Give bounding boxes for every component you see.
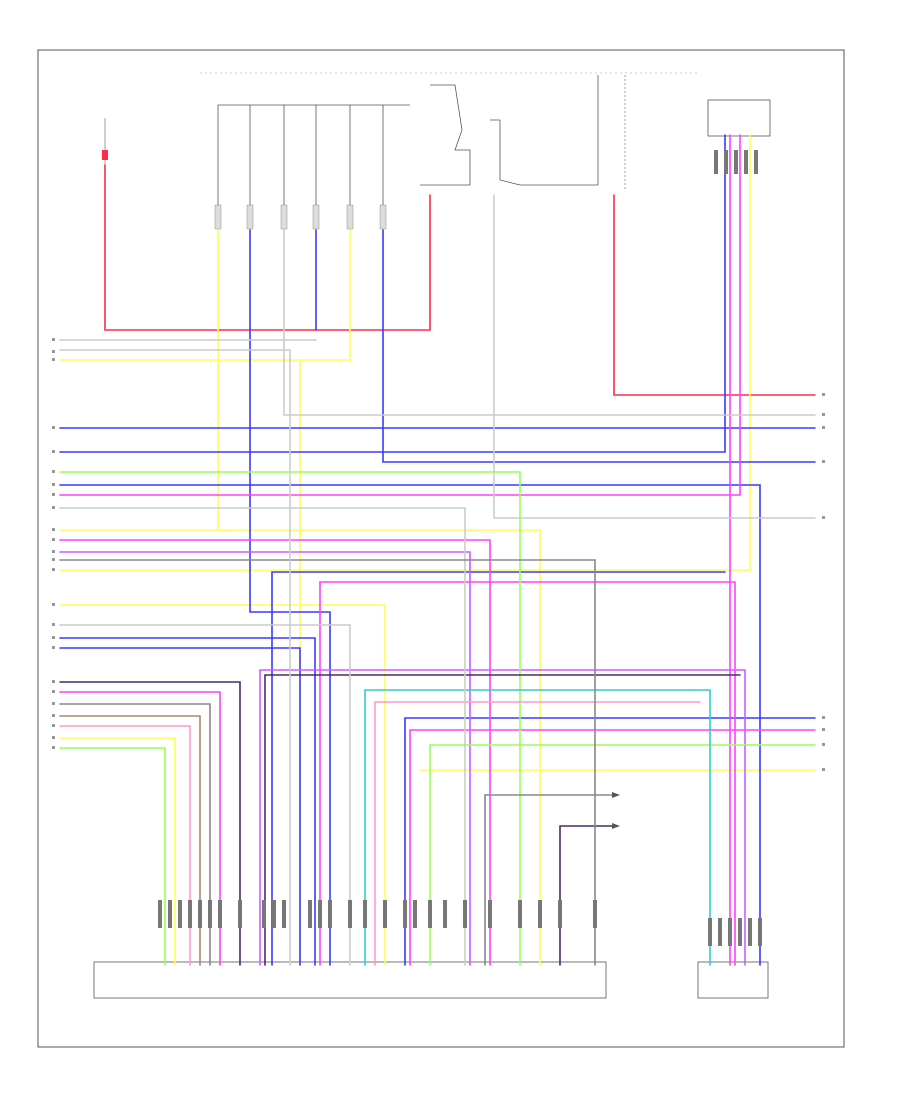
relay-switch bbox=[420, 75, 626, 190]
wire-green-3 bbox=[429, 744, 816, 966]
wire-yellow-4 bbox=[59, 529, 541, 966]
right-wire-ticks bbox=[822, 393, 825, 771]
wire-grey-4 bbox=[59, 559, 596, 966]
wire-red-battery bbox=[104, 164, 431, 331]
wire-green-1 bbox=[59, 471, 521, 966]
left-wire-ticks bbox=[52, 338, 55, 749]
wire-pink-3 bbox=[59, 737, 176, 966]
wire-magenta-4 bbox=[59, 691, 221, 966]
wire-blue-5 bbox=[59, 134, 726, 453]
wire-blue-7 bbox=[59, 637, 316, 966]
arrow-markers bbox=[612, 792, 620, 829]
right-connector-pins bbox=[708, 918, 762, 946]
wire-violet-2 bbox=[259, 669, 746, 966]
wire-grey-3 bbox=[59, 507, 466, 966]
wire-grey-6 bbox=[59, 624, 351, 966]
wire-red-right bbox=[613, 194, 816, 396]
wire-brown-1 bbox=[59, 715, 201, 966]
ecu-pin-row bbox=[158, 900, 597, 928]
wire-blue-6 bbox=[271, 571, 726, 966]
right-connector bbox=[697, 961, 769, 999]
battery-symbol bbox=[102, 118, 108, 165]
wire-dark-purple-3 bbox=[559, 825, 613, 966]
wire-grey-5 bbox=[493, 194, 816, 519]
top-module-pins bbox=[714, 150, 758, 174]
wire-dark-purple-2 bbox=[264, 674, 741, 966]
wire-yellow-5 bbox=[59, 134, 751, 571]
wire-grey-7 bbox=[59, 703, 211, 966]
wire-blue-9 bbox=[59, 484, 761, 966]
wire-green-2 bbox=[59, 747, 166, 966]
wire-magenta-1 bbox=[59, 134, 741, 496]
ecu-connector bbox=[93, 961, 607, 999]
wire-grey-1 bbox=[283, 229, 816, 416]
wire-group bbox=[59, 134, 816, 966]
wire-magenta-3 bbox=[319, 581, 736, 966]
fuse-block bbox=[214, 104, 410, 230]
diagram-frame bbox=[37, 49, 845, 1048]
wire-blue-10 bbox=[59, 647, 301, 966]
sensor-module-top bbox=[707, 99, 771, 137]
wire-cyan-1 bbox=[364, 689, 711, 966]
wire-magenta-5 bbox=[409, 729, 816, 966]
wire-pink-1 bbox=[59, 725, 191, 966]
wire-yellow-6 bbox=[59, 604, 386, 966]
wire-grey-9 bbox=[59, 349, 291, 966]
wire-blue-8 bbox=[404, 717, 816, 966]
wire-dark-purple-1 bbox=[59, 681, 241, 966]
wire-blue-3 bbox=[382, 229, 816, 463]
wire-yellow-2 bbox=[59, 229, 351, 361]
wire-pink-2 bbox=[374, 701, 701, 966]
wire-magenta-2 bbox=[59, 539, 491, 966]
wire-grey-8 bbox=[484, 794, 613, 966]
wire-violet-1 bbox=[59, 551, 471, 966]
